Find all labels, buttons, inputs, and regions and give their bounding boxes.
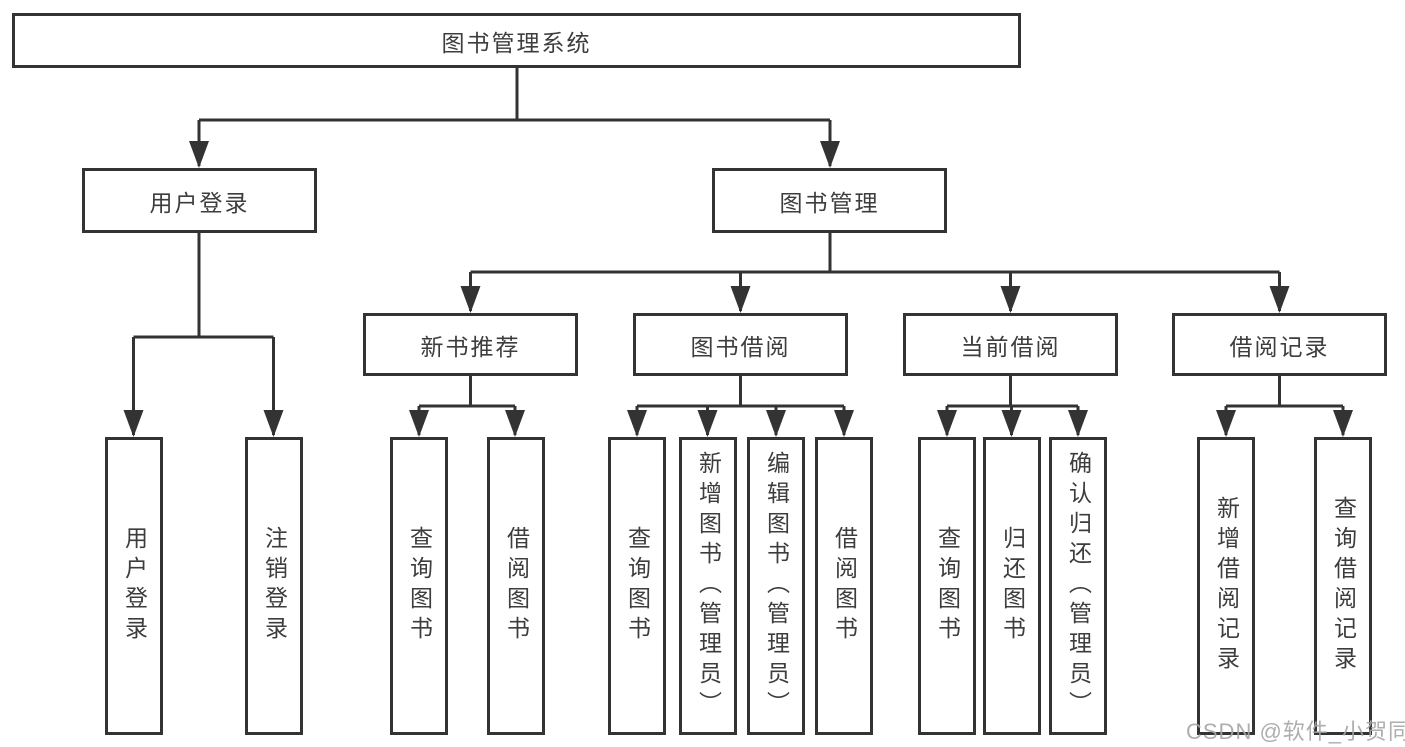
node-label: 注销登录 [261,526,288,646]
leaf-logout: 注销登录 [245,437,303,735]
node-label: 编辑图书（管理员） [763,451,790,721]
node-label: 查询图书 [624,526,651,646]
node-user-login: 用户登录 [82,168,317,233]
node-label: 图书管理 [779,189,880,216]
node-label: 查询图书 [406,526,433,646]
leaf-borrow-books-recommend: 借阅图书 [487,437,545,735]
node-root: 图书管理系统 [12,13,1021,68]
node-label: 查询图书 [934,526,961,646]
leaf-confirm-return-admin: 确认归还（管理员） [1049,437,1107,735]
node-label: 借阅图书 [831,526,858,646]
node-label: 当前借阅 [960,333,1061,360]
leaf-edit-book-admin: 编辑图书（管理员） [747,437,805,735]
node-book-borrow: 图书借阅 [633,313,848,376]
node-label: 确认归还（管理员） [1065,451,1092,721]
node-label: 新增借阅记录 [1213,496,1240,676]
leaf-add-book-admin: 新增图书（管理员） [679,437,737,735]
node-borrow-records: 借阅记录 [1172,313,1387,376]
leaf-query-borrow-record: 查询借阅记录 [1314,437,1372,735]
node-label: 归还图书 [999,526,1026,646]
node-label: 用户登录 [121,526,148,646]
leaf-borrow-books: 借阅图书 [815,437,873,735]
leaf-return-book: 归还图书 [983,437,1041,735]
csdn-watermark: CSDN @软件_小贺同学 [1186,719,1405,744]
leaf-user-login: 用户登录 [105,437,163,735]
node-label: 图书管理系统 [441,29,592,56]
leaf-query-books-current: 查询图书 [918,437,976,735]
node-label: 新增图书（管理员） [695,451,722,721]
node-label: 用户登录 [149,189,250,216]
node-label: 借阅图书 [503,526,530,646]
leaf-add-borrow-record: 新增借阅记录 [1197,437,1255,735]
node-label: 借阅记录 [1229,333,1330,360]
node-book-management: 图书管理 [712,168,947,233]
node-new-book-recommend: 新书推荐 [363,313,578,376]
node-label: 查询借阅记录 [1330,496,1357,676]
leaf-query-books-borrow: 查询图书 [608,437,666,735]
node-label: 新书推荐 [420,333,521,360]
node-current-borrow: 当前借阅 [903,313,1118,376]
leaf-query-books-recommend: 查询图书 [390,437,448,735]
node-label: 图书借阅 [690,333,791,360]
